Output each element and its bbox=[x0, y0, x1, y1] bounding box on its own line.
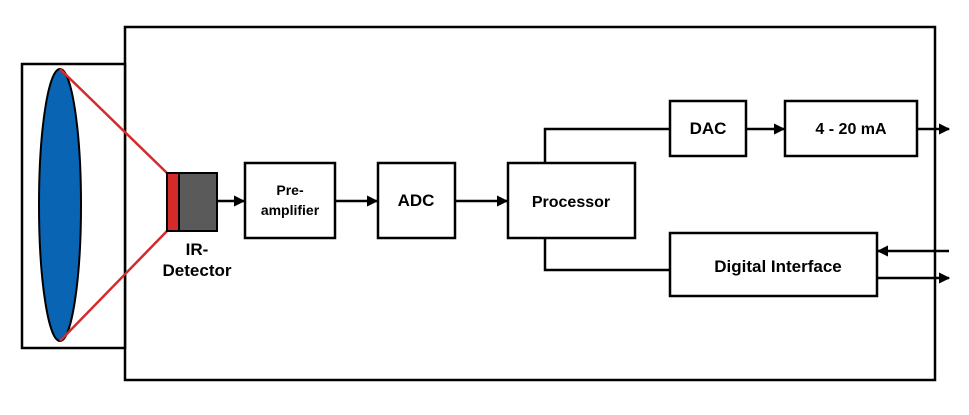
detector-label-line2: Detector bbox=[163, 261, 232, 280]
detector-label-line1: IR- bbox=[186, 240, 209, 259]
detector-body bbox=[178, 172, 218, 232]
processor-label: Processor bbox=[532, 194, 610, 211]
adc-label: ADC bbox=[398, 191, 435, 210]
ir-detector: IR- Detector bbox=[163, 172, 232, 280]
line-processor-to-digital-interface bbox=[543, 238, 670, 272]
lens bbox=[38, 68, 82, 342]
detector-sensor bbox=[166, 172, 180, 232]
preamplifier-block bbox=[243, 161, 337, 240]
dac-label: DAC bbox=[690, 119, 727, 138]
digital-interface-block bbox=[668, 231, 879, 298]
ray-lower bbox=[59, 229, 169, 342]
current-loop-label: 4 - 20 mA bbox=[815, 121, 887, 138]
line-processor-to-dac bbox=[543, 127, 670, 163]
preamplifier-label-line1: Pre- bbox=[276, 182, 304, 198]
ray-upper bbox=[59, 68, 169, 175]
digital-interface-label: Digital Interface bbox=[714, 257, 842, 276]
preamplifier-label-line2: amplifier bbox=[261, 202, 320, 218]
